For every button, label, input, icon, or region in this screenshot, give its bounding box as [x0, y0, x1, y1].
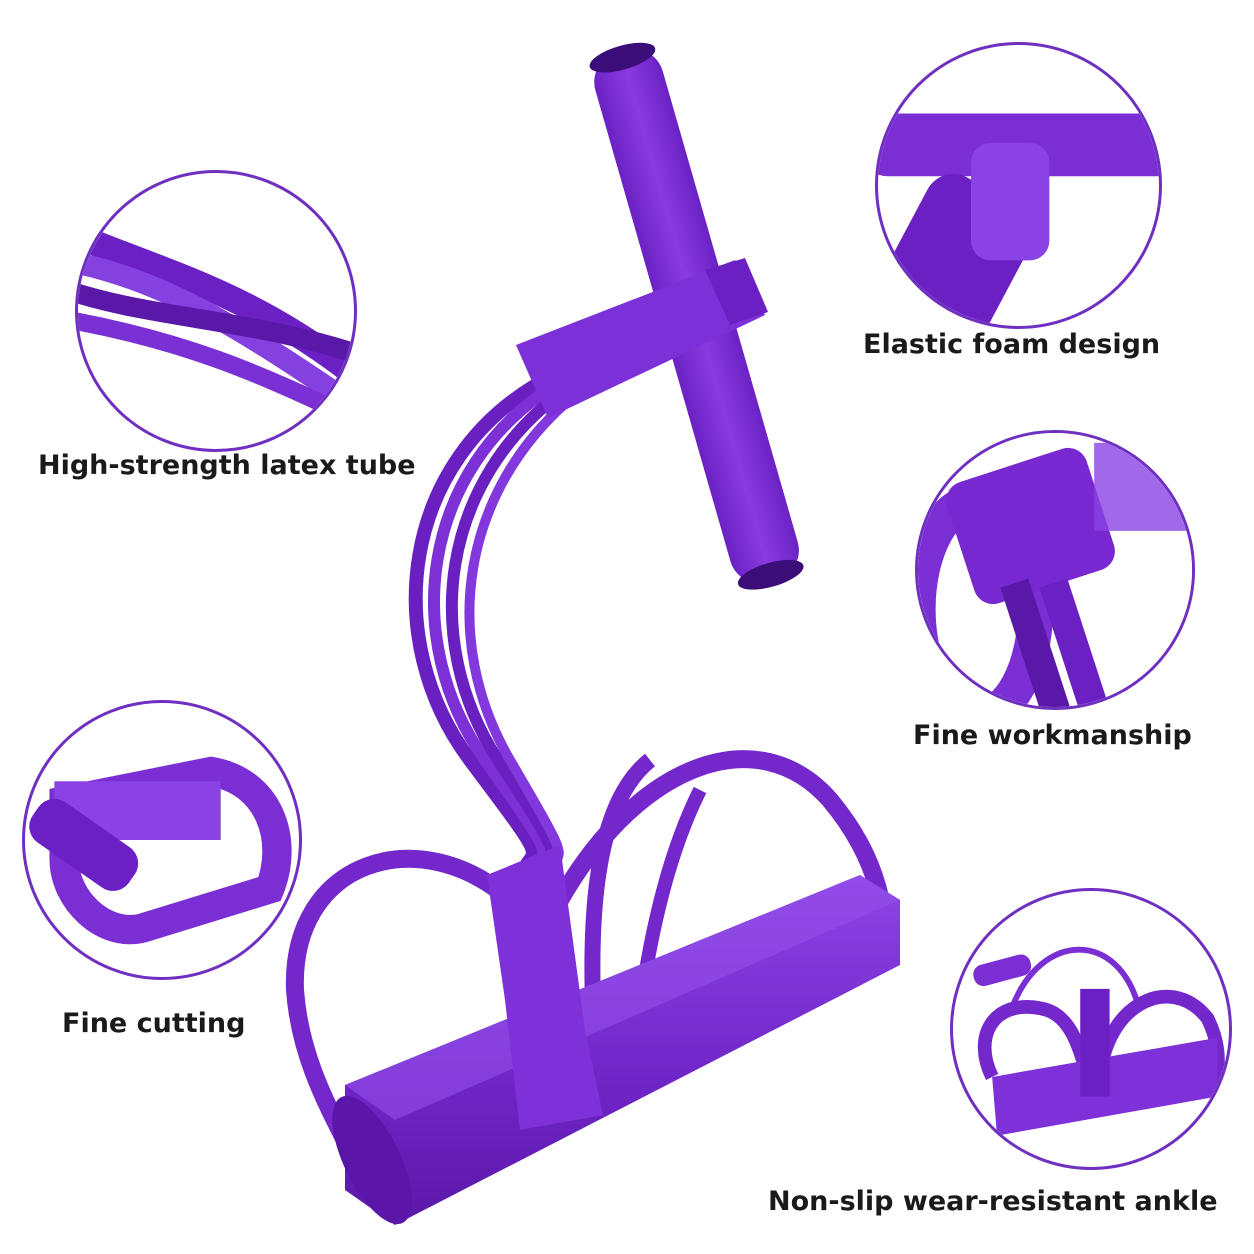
foam-handle-closeup-icon	[878, 113, 1159, 326]
foot-pedal-closeup-icon	[29, 756, 292, 945]
workmanship-caption: Fine workmanship	[913, 720, 1192, 751]
latex-tube-caption: High-strength latex tube	[38, 450, 416, 481]
latex-tube-closeup-circle	[75, 170, 357, 452]
foam-design-caption: Elastic foam design	[863, 329, 1161, 360]
handle-joint-closeup-icon	[918, 433, 1192, 707]
latex-tube-closeup-icon	[78, 222, 354, 429]
ankle-caption: Non-slip wear-resistant ankle	[768, 1186, 1218, 1217]
foam-handle-closeup-circle	[875, 42, 1162, 329]
handle-joint-closeup-circle	[915, 430, 1195, 710]
fine-cutting-caption: Fine cutting	[62, 1008, 246, 1039]
full-product-thumbnail-icon	[973, 946, 1225, 1136]
full-product-thumbnail-circle	[950, 888, 1232, 1170]
foot-pedal-closeup-circle	[22, 700, 302, 980]
